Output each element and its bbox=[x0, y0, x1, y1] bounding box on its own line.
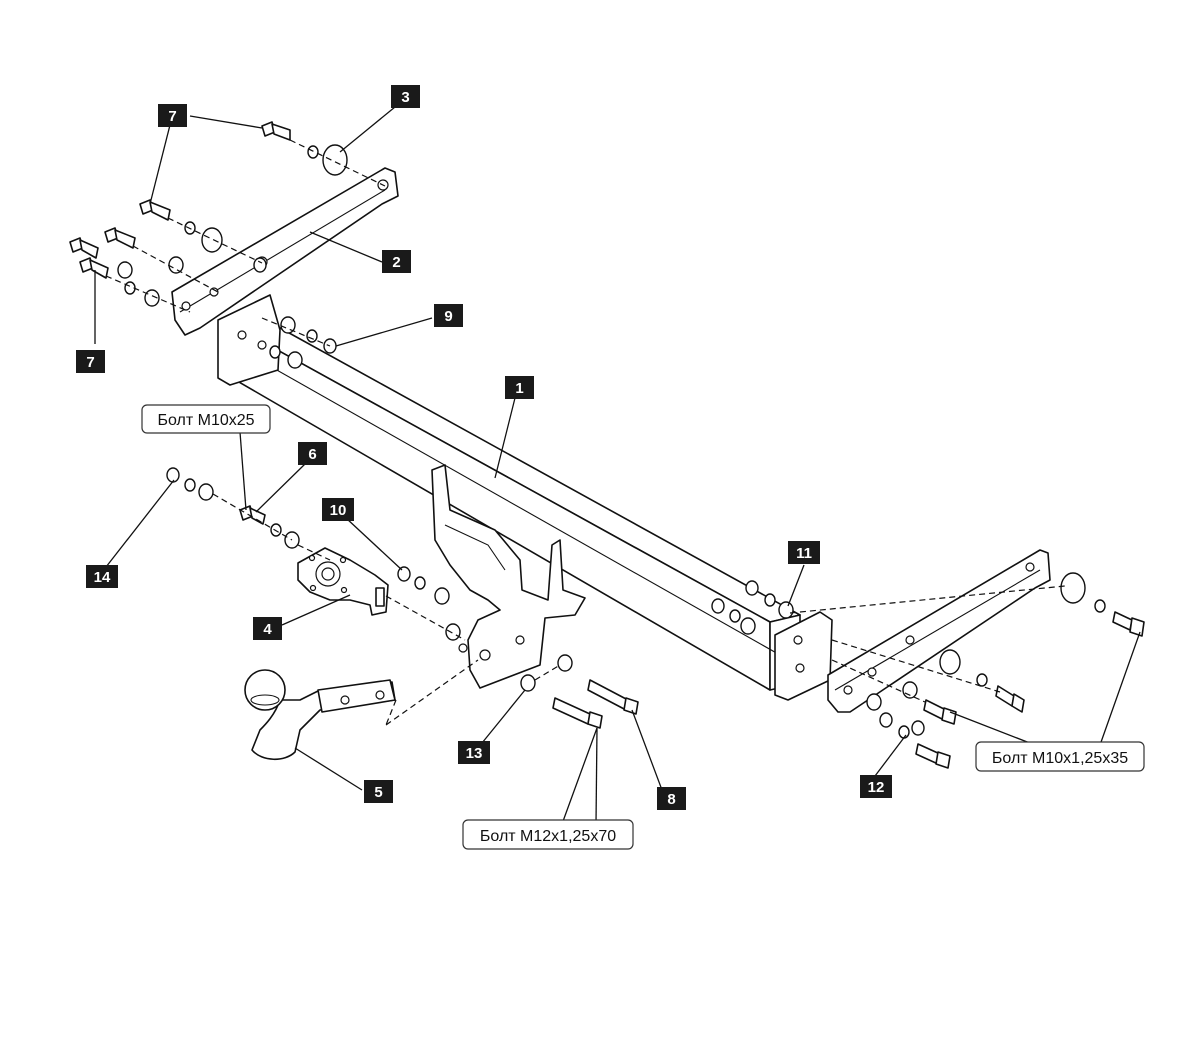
svg-text:11: 11 bbox=[796, 545, 812, 562]
part-label-6: 6 bbox=[298, 442, 327, 465]
part-label-5: 5 bbox=[364, 780, 393, 803]
svg-text:Болт М12х1,25х70: Болт М12х1,25х70 bbox=[480, 828, 616, 845]
fasteners bbox=[69, 121, 1145, 769]
svg-text:Болт М10х1,25х35: Болт М10х1,25х35 bbox=[992, 750, 1128, 767]
part-label-8: 8 bbox=[657, 787, 686, 810]
part-label-13: 13 bbox=[458, 741, 490, 764]
part-label-3: 3 bbox=[391, 85, 420, 108]
svg-text:13: 13 bbox=[466, 745, 483, 762]
part-label-12: 12 bbox=[860, 775, 892, 798]
part-label-10: 10 bbox=[322, 498, 354, 521]
svg-text:8: 8 bbox=[667, 791, 675, 808]
part-label-2: 2 bbox=[382, 250, 411, 273]
svg-text:9: 9 bbox=[444, 308, 452, 325]
svg-text:7: 7 bbox=[86, 354, 94, 371]
callout-bolt-m10x25: Болт М10х25 bbox=[141, 404, 271, 434]
part-label-1: 1 bbox=[505, 376, 534, 399]
right-side-bracket bbox=[827, 549, 1051, 713]
svg-text:Болт М10х25: Болт М10х25 bbox=[157, 412, 254, 429]
svg-text:5: 5 bbox=[374, 784, 382, 801]
part-label-14: 14 bbox=[86, 565, 118, 588]
assembly-lines bbox=[105, 139, 1066, 726]
svg-text:7: 7 bbox=[168, 108, 176, 125]
part-label-11: 11 bbox=[788, 541, 820, 564]
svg-text:12: 12 bbox=[868, 779, 885, 796]
leader-lines bbox=[94, 106, 1141, 825]
svg-text:3: 3 bbox=[401, 89, 409, 106]
callout-bolt-m10x1-25x35: Болт М10х1,25х35 bbox=[975, 741, 1145, 772]
svg-text:4: 4 bbox=[263, 621, 272, 638]
svg-text:6: 6 bbox=[308, 446, 316, 463]
callout-bolt-m12x1-25x70: Болт М12х1,25х70 bbox=[462, 819, 634, 850]
part-label-4: 4 bbox=[253, 617, 282, 640]
svg-text:14: 14 bbox=[94, 569, 111, 586]
tow-ball bbox=[244, 669, 396, 761]
svg-text:2: 2 bbox=[392, 254, 400, 271]
main-cross-beam bbox=[217, 294, 833, 701]
part-label-9: 9 bbox=[434, 304, 463, 327]
svg-text:10: 10 bbox=[330, 502, 347, 519]
svg-text:1: 1 bbox=[515, 380, 523, 397]
part-label-7-top: 7 bbox=[158, 104, 187, 127]
left-side-bracket bbox=[171, 167, 399, 336]
socket-plate bbox=[297, 547, 389, 616]
part-label-7-bottom: 7 bbox=[76, 350, 105, 373]
